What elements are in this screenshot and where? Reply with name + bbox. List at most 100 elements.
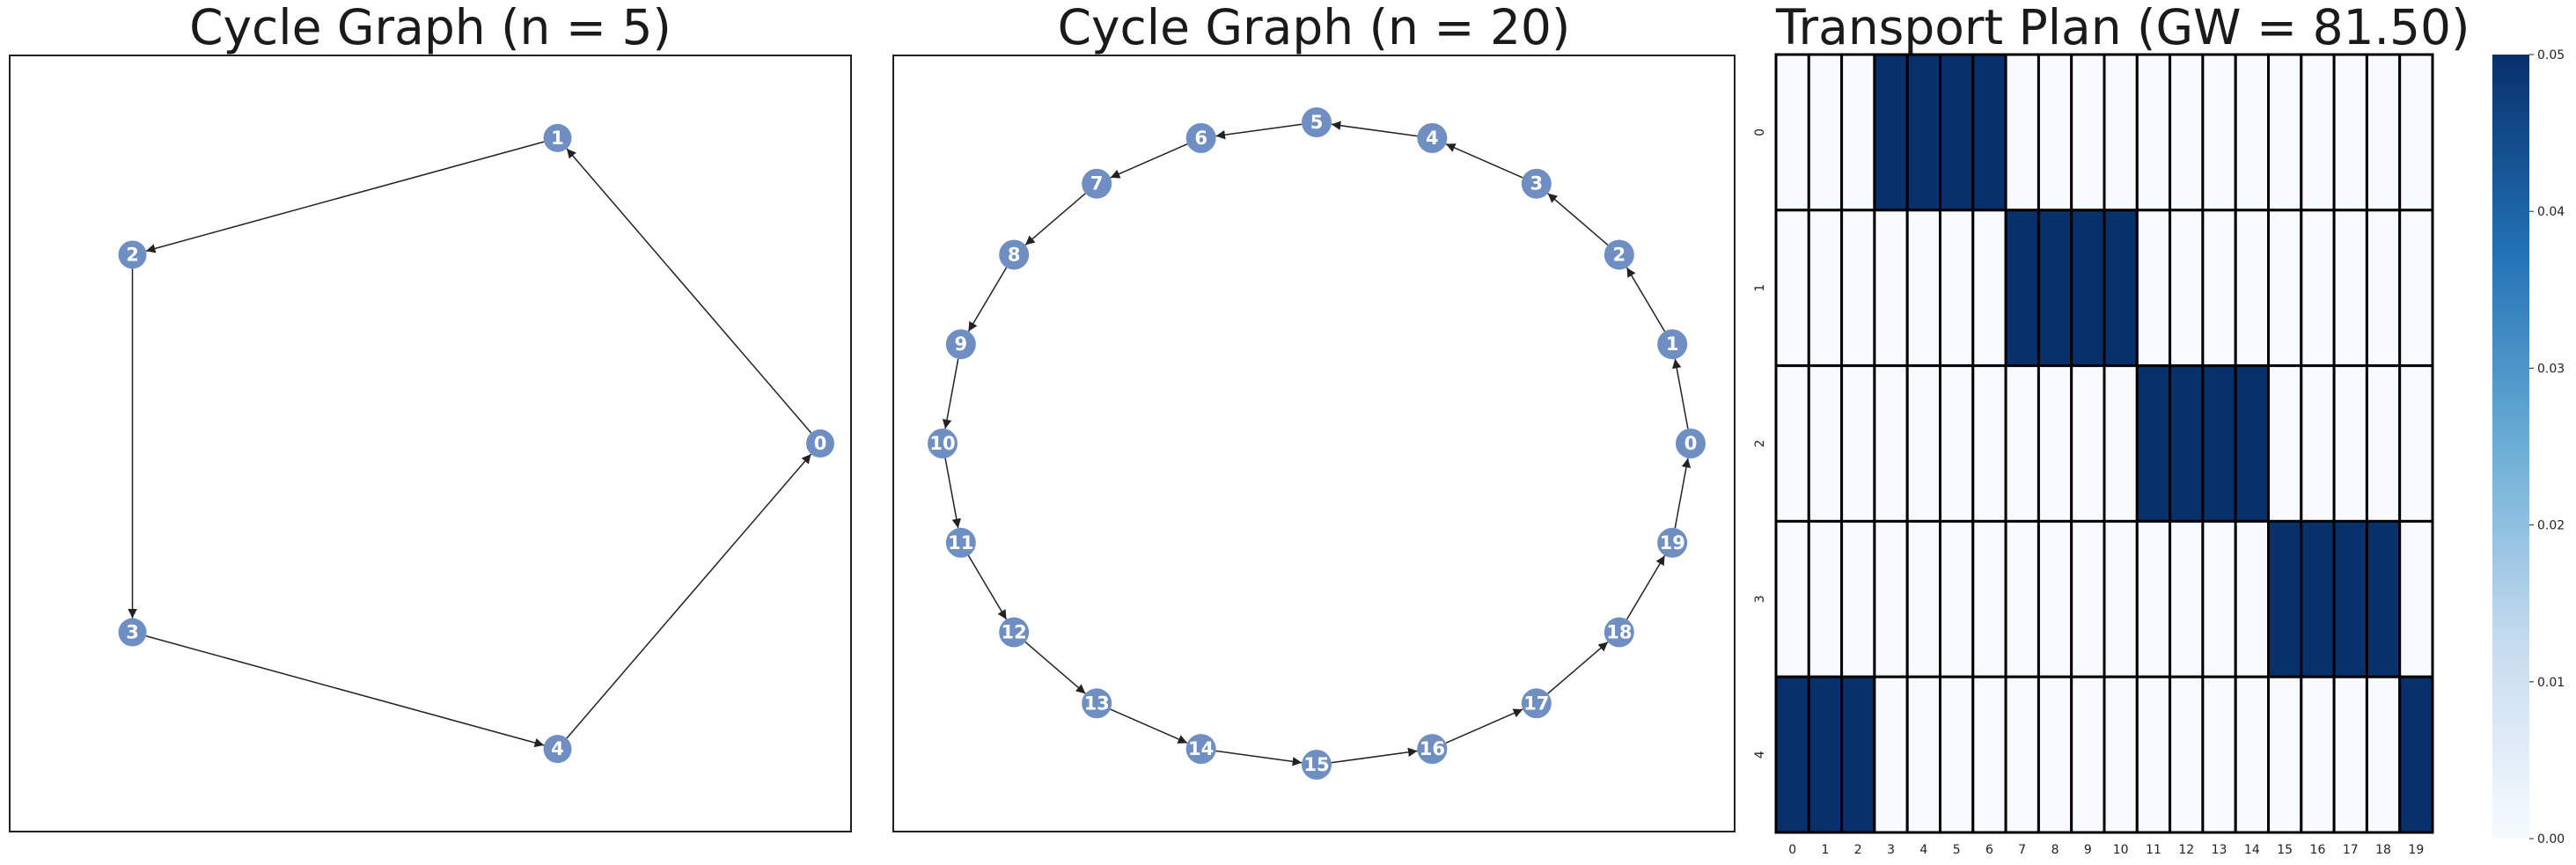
graph-node-label: 3 [1530, 173, 1543, 194]
heatmap-cell [2365, 364, 2402, 523]
heatmap-cell [1807, 53, 1844, 212]
graph-node-label: 9 [954, 334, 967, 355]
colorbar-tick-label: 0.03 [2537, 362, 2565, 376]
graph-b-title: Cycle Graph (n = 20) [1057, 0, 1571, 55]
graph-node-label: 1 [551, 128, 564, 149]
graph-edge [566, 453, 812, 739]
heatmap-cell [2300, 519, 2336, 678]
graph-node [928, 429, 958, 458]
heatmap-cell [1873, 209, 1909, 368]
heatmap-cell [2332, 519, 2368, 678]
graph-edge [944, 458, 961, 529]
heatmap-cell [1971, 209, 2007, 368]
colorbar: 0.000.010.020.030.040.05 [2492, 48, 2565, 847]
graph-edge [1110, 708, 1188, 744]
heatmap-cell [2070, 53, 2106, 212]
heatmap-cell [2037, 519, 2073, 678]
col-tick-label: 9 [2084, 843, 2092, 857]
col-tick-label: 19 [2408, 843, 2424, 857]
heatmap-cell [2300, 53, 2336, 212]
graph-edge [1445, 708, 1523, 744]
heatmap-cell [1905, 364, 1941, 523]
col-tick-label: 8 [2051, 843, 2059, 857]
heatmap-cell [2201, 53, 2237, 212]
graph-edge [942, 358, 959, 429]
heatmap-cell [2398, 675, 2434, 834]
heatmap-cell [2234, 519, 2271, 678]
graph-node [1185, 122, 1216, 153]
graph-node [1604, 239, 1634, 270]
heatmap-cell [2004, 53, 2040, 212]
graph-node [1417, 122, 1448, 153]
graph-node-label: 2 [126, 244, 139, 265]
heatmap-cell [2332, 53, 2368, 212]
col-tick-label: 3 [1887, 843, 1895, 857]
heatmap-cell [2398, 519, 2434, 678]
heatmap-cell [1840, 53, 1876, 212]
heatmap-cell [2169, 675, 2205, 834]
heatmap-cell [2267, 675, 2303, 834]
colorbar-tick-label: 0.04 [2537, 205, 2565, 219]
graph-node [945, 527, 976, 558]
heatmap-cell [1807, 519, 1844, 678]
graph-node [1417, 734, 1448, 765]
graph-node-label: 1 [1666, 334, 1679, 355]
row-tick-label: 3 [1753, 595, 1767, 603]
graph-node-label: 12 [1002, 622, 1027, 643]
heatmap-cell [2037, 675, 2073, 834]
graph-node [999, 239, 1030, 270]
heatmap-cell [1840, 519, 1876, 678]
heatmap-cell [1939, 675, 1975, 834]
graph-node-label: 17 [1523, 693, 1549, 714]
heatmap-cell [2004, 519, 2040, 678]
heatmap-cell [1774, 53, 1810, 212]
graph-edge [1110, 143, 1188, 179]
graph-node-label: 3 [126, 622, 139, 643]
graph-node [999, 617, 1030, 648]
heatmap-cell [2398, 53, 2434, 212]
heatmap-cell [2267, 519, 2303, 678]
graph-node-label: 6 [1194, 128, 1207, 149]
graph-node-label: 0 [1684, 433, 1698, 454]
heatmap-cell [1774, 519, 1810, 678]
heatmap-cell [2300, 364, 2336, 523]
graph-edge [566, 148, 812, 434]
heatmap-cell [1807, 209, 1844, 368]
heatmap-cell [2234, 675, 2271, 834]
heatmap-cell [1939, 519, 1975, 678]
heatmap-cell [1971, 53, 2007, 212]
heatmap-cell [2103, 675, 2139, 834]
row-tick-label: 0 [1753, 128, 1767, 136]
heatmap-cell [1971, 364, 2007, 523]
heatmap-cell [2201, 364, 2237, 523]
heatmap-cell [2169, 364, 2205, 523]
colorbar-tick-label: 0.02 [2537, 519, 2565, 533]
col-tick-label: 7 [2018, 843, 2026, 857]
graph-node-label: 16 [1420, 738, 1445, 759]
heatmap-cell [1774, 675, 1810, 834]
colorbar-tick-label: 0.01 [2537, 676, 2565, 690]
graph-node [1302, 750, 1332, 780]
graph-node-label: 10 [929, 433, 955, 454]
col-tick-label: 18 [2375, 843, 2391, 857]
heatmap-cell [2004, 675, 2040, 834]
heatmap-cell [1905, 675, 1941, 834]
heatmap-cell [2267, 209, 2303, 368]
heatmap-cell [2332, 209, 2368, 368]
graph-edge [1674, 458, 1692, 529]
heatmap-cell [1840, 675, 1876, 834]
graph-edge [1331, 121, 1418, 137]
colorbar-gradient [2492, 55, 2529, 839]
graph-node-label: 19 [1660, 532, 1685, 553]
col-tick-label: 16 [2310, 843, 2326, 857]
heatmap-cell [2169, 53, 2205, 212]
heatmap-cell [2135, 209, 2172, 368]
graph-edge [967, 555, 1008, 620]
heatmap-cell [1840, 364, 1876, 523]
heatmap-cell [2365, 53, 2402, 212]
col-tick-label: 2 [1854, 843, 1862, 857]
